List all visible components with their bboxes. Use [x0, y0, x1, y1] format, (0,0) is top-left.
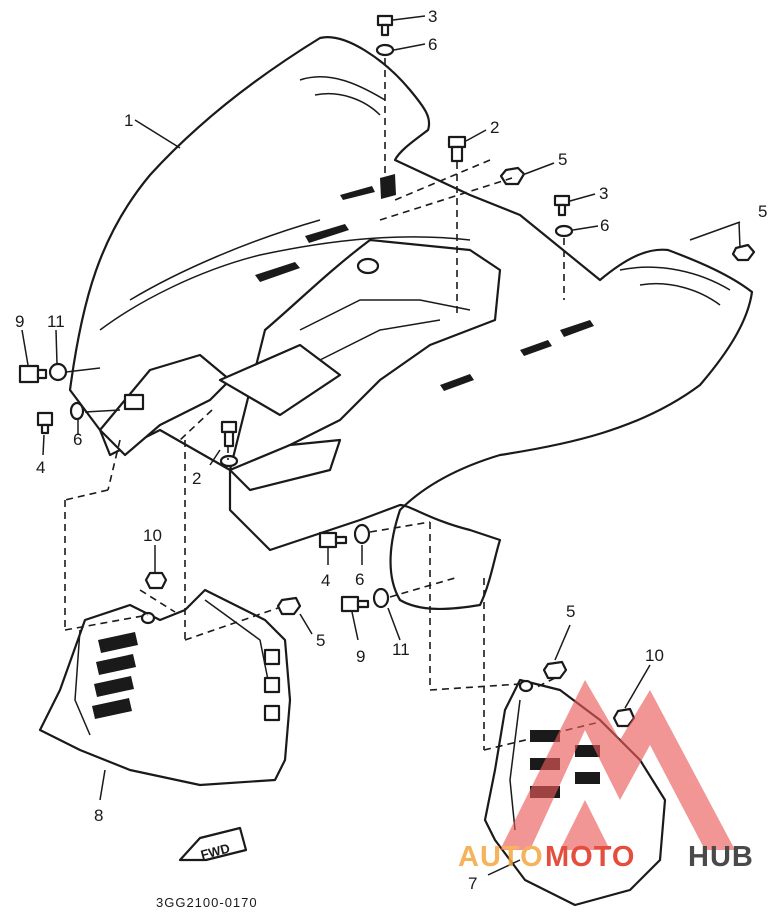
callout-numbers: 3 6 1 2 5 3 6 5 9 11 4 6 2 10 5 4 6 9 11…: [15, 7, 767, 893]
callout-4: 4: [321, 571, 330, 590]
callout-3: 3: [428, 7, 437, 26]
bolt-2-top: [447, 135, 467, 149]
callout-1: 1: [124, 111, 133, 130]
nut-5-d: [542, 660, 568, 680]
fwd-direction-arrow: FWD: [178, 826, 248, 863]
bolt-3-right: [553, 194, 571, 207]
washer-6-center: [353, 523, 371, 545]
callout-11: 11: [47, 312, 65, 331]
watermark-moto: MOTO: [545, 841, 635, 873]
automotohub-watermark: AUTO MOTO HUB: [458, 680, 754, 873]
grommet-10-right: [612, 707, 636, 728]
callout-6: 6: [428, 35, 437, 54]
washer-6-left: [69, 401, 85, 421]
callout-5: 5: [566, 602, 575, 621]
callout-5: 5: [316, 631, 325, 650]
bolt-2-mid: [220, 420, 238, 434]
grommet-10-left: [144, 571, 168, 590]
callout-10: 10: [645, 646, 664, 665]
collar-11-left: [48, 362, 68, 382]
callout-9: 9: [15, 312, 24, 331]
watermark-hub: HUB: [688, 841, 754, 873]
nut-5-a: [499, 166, 526, 186]
callout-6: 6: [600, 216, 609, 235]
callout-2: 2: [490, 118, 499, 137]
fasteners: [18, 14, 756, 728]
callout-6: 6: [355, 570, 364, 589]
bolt-4-left: [36, 411, 54, 427]
watermark-logo-mark: [500, 680, 735, 850]
drawing-code: 3GG2100-0170: [156, 895, 258, 910]
nut-5-b: [731, 243, 756, 262]
washer-6-right: [554, 224, 574, 238]
callout-11: 11: [392, 640, 410, 659]
callout-4: 4: [36, 458, 45, 477]
rear-fender-part-1: [68, 36, 754, 610]
callout-2: 2: [192, 469, 201, 488]
bolt-3-top: [376, 14, 394, 27]
callout-7: 7: [468, 874, 477, 893]
callout-8: 8: [94, 806, 103, 825]
side-cover-part-8: [38, 588, 292, 787]
callout-3: 3: [599, 184, 608, 203]
leader-lines: [21, 15, 741, 876]
fwd-label: FWD: [199, 840, 231, 862]
washer-6-top: [375, 43, 395, 57]
collar-11-center: [372, 587, 390, 609]
bolt-9-center: [340, 595, 360, 613]
bolt-9-left: [18, 364, 40, 384]
callout-9: 9: [356, 647, 365, 666]
callout-5: 5: [558, 150, 567, 169]
callout-10: 10: [143, 526, 162, 545]
bolt-4-center: [318, 531, 338, 549]
callout-5: 5: [758, 202, 767, 221]
watermark-auto: AUTO: [458, 841, 544, 873]
callout-6: 6: [73, 430, 82, 449]
nut-5-c: [276, 596, 302, 616]
